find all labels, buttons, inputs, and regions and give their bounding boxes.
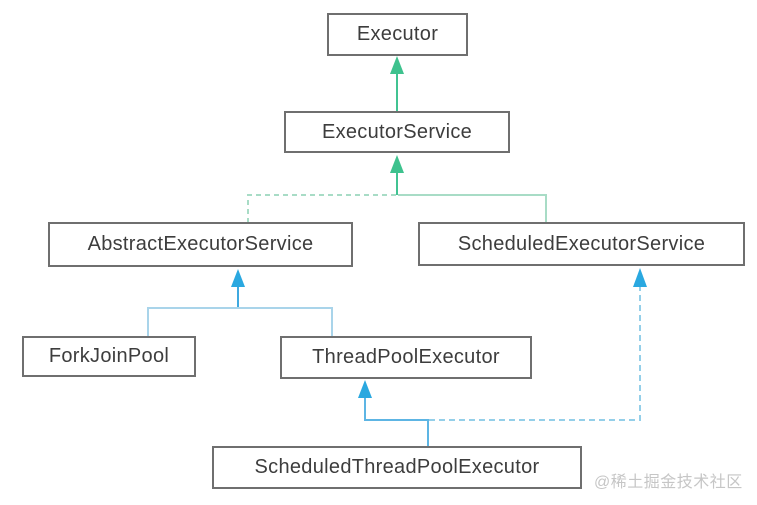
edge-stpe-to-threadpoolexecutor (358, 380, 429, 446)
node-thread-pool-executor-label: ThreadPoolExecutor (312, 346, 500, 368)
arrowhead-blue-abstractexecutorservice (231, 269, 245, 287)
node-fork-join-pool-label: ForkJoinPool (48, 345, 170, 367)
node-abstract-executor-service-label: AbstractExecutorService (87, 233, 314, 255)
arrowhead-green-executor (390, 56, 404, 74)
node-scheduled-thread-pool-executor: ScheduledThreadPoolExecutor (212, 446, 582, 489)
node-executor-label: Executor (356, 23, 439, 45)
watermark-juejin: @稀土掘金技术社区 (594, 474, 743, 491)
edge-executorservice-to-executor (390, 56, 404, 111)
node-executor-service-label: ExecutorService (321, 120, 473, 143)
node-executor: Executor (327, 13, 468, 56)
node-scheduled-executor-service-label: ScheduledExecutorService (457, 232, 706, 255)
node-scheduled-executor-service: ScheduledExecutorService (418, 222, 745, 266)
edge-children-to-abstractexecutorservice (147, 269, 333, 336)
edge-children-to-executorservice (247, 155, 547, 222)
node-abstract-executor-service: AbstractExecutorService (48, 222, 353, 267)
node-scheduled-thread-pool-executor-label: ScheduledThreadPoolExecutor (254, 456, 540, 478)
arrowhead-blue-scheduledexecutorservice (633, 268, 647, 287)
node-thread-pool-executor: ThreadPoolExecutor (280, 336, 532, 379)
node-executor-service: ExecutorService (284, 111, 510, 153)
node-fork-join-pool: ForkJoinPool (22, 336, 196, 377)
arrowhead-blue-threadpoolexecutor (358, 380, 372, 398)
arrowhead-green-executorservice (390, 155, 404, 173)
